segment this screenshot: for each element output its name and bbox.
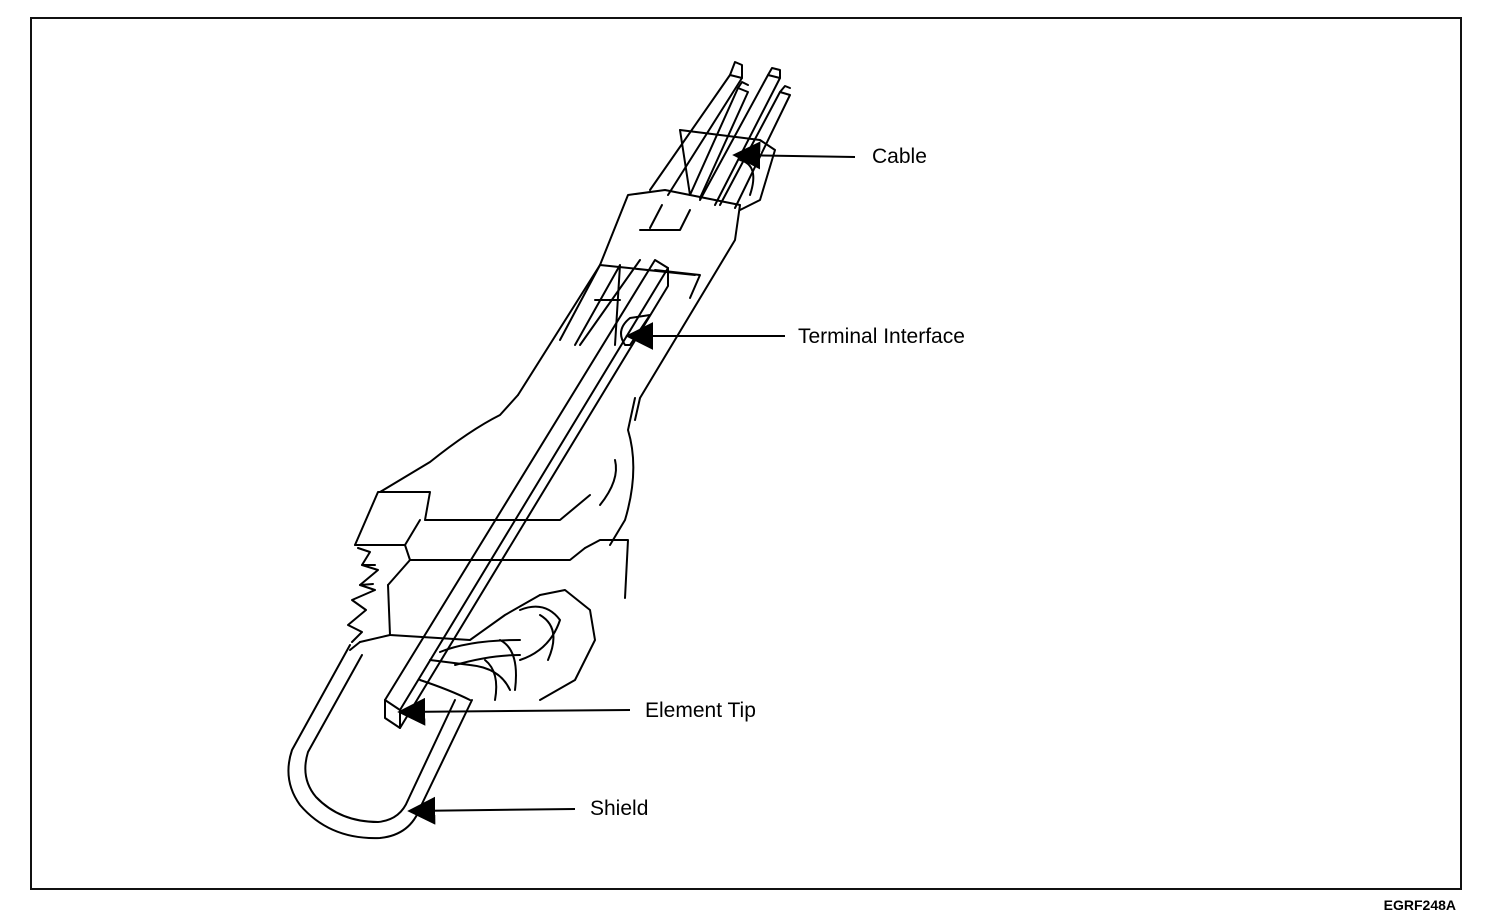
shield-label: Shield: [590, 797, 649, 820]
cable: [649, 61, 791, 211]
shield: [287, 644, 473, 840]
element-tip-leader: [397, 697, 631, 726]
inner-detail: [439, 459, 617, 666]
element-tip-label: Element Tip: [645, 699, 756, 722]
upper-body: [517, 189, 741, 421]
figure-frame: [30, 17, 1462, 890]
cable-leader: [732, 141, 856, 170]
terminal-interface-label: Terminal Interface: [798, 325, 965, 348]
shield-leader: [407, 796, 576, 825]
housing: [347, 394, 636, 701]
figure-code: EGRF248A: [1383, 897, 1456, 913]
cable-label: Cable: [872, 145, 927, 168]
